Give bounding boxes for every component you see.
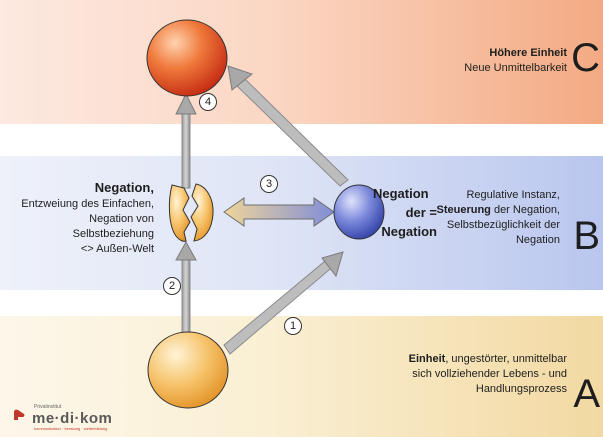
regulative-line-1: Regulative Instanz, — [466, 189, 560, 201]
regulative-description: Regulative Instanz, Steuerung der Negati… — [432, 188, 560, 248]
regulative-line-2: der Negation, — [490, 204, 560, 216]
arrow-blue-to-top — [227, 65, 349, 187]
negation-line-1: Entzweiung des Einfachen, — [21, 198, 154, 210]
level-letter-a: A — [573, 372, 600, 416]
negation-of-negation-label: Negation der = Negation — [373, 184, 437, 241]
level-c-title: Höhere Einheit — [489, 47, 567, 59]
arrow-4 — [175, 92, 197, 189]
level-a-description: Einheit, ungestörter, unmittelbar sich v… — [409, 352, 567, 397]
negation-title: Negation, — [94, 180, 154, 195]
level-a-line-2: sich vollziehender Lebens - und — [412, 368, 567, 380]
level-letter-c: C — [571, 36, 600, 80]
logo-mark-icon — [14, 409, 25, 420]
level-c-description: Höhere Einheit Neue Unmittelbarkeit — [464, 46, 567, 76]
step-4-label: 4 — [199, 93, 217, 111]
level-b-band — [0, 156, 603, 290]
negneg-line-1: Negation — [373, 186, 429, 201]
step-3-label: 3 — [260, 175, 278, 193]
negation-description: Negation, Entzweiung des Einfachen, Nega… — [6, 180, 154, 257]
negation-line-2: Negation von Selbstbeziehung — [72, 213, 154, 240]
negneg-line-2: der = — [405, 205, 437, 220]
arrow-1 — [223, 251, 344, 355]
regulative-line-3: Selbstbezüglichkeit der — [446, 219, 560, 231]
logo-small-text: Privatinstitut — [34, 404, 62, 410]
higher-unity-sphere — [146, 19, 228, 97]
level-a-band — [0, 316, 603, 437]
level-c-subtitle: Neue Unmittelbarkeit — [464, 62, 567, 74]
level-letter-b: B — [573, 214, 600, 258]
negation-of-negation-sphere — [333, 184, 385, 240]
level-a-line-3: Handlungsprozess — [475, 383, 567, 395]
level-a-bold: Einheit — [408, 353, 446, 365]
negation-line-3: <> Außen-Welt — [80, 243, 154, 255]
negneg-line-3: Negation — [381, 224, 437, 239]
unity-sphere — [147, 331, 229, 409]
level-a-line-1: , ungestörter, unmittelbar — [445, 353, 567, 365]
logo-tagline: kommunikation · beratung · weiterbildung — [34, 426, 108, 431]
arrow-3 — [223, 197, 335, 227]
regulative-bold: Steuerung — [436, 204, 491, 216]
logo-name: me·di·kom — [32, 410, 113, 427]
step-1-label: 1 — [284, 317, 302, 335]
step-2-label: 2 — [163, 277, 181, 295]
broken-egg — [168, 183, 214, 242]
level-c-band — [0, 0, 603, 124]
regulative-line-4: Negation — [515, 234, 560, 246]
